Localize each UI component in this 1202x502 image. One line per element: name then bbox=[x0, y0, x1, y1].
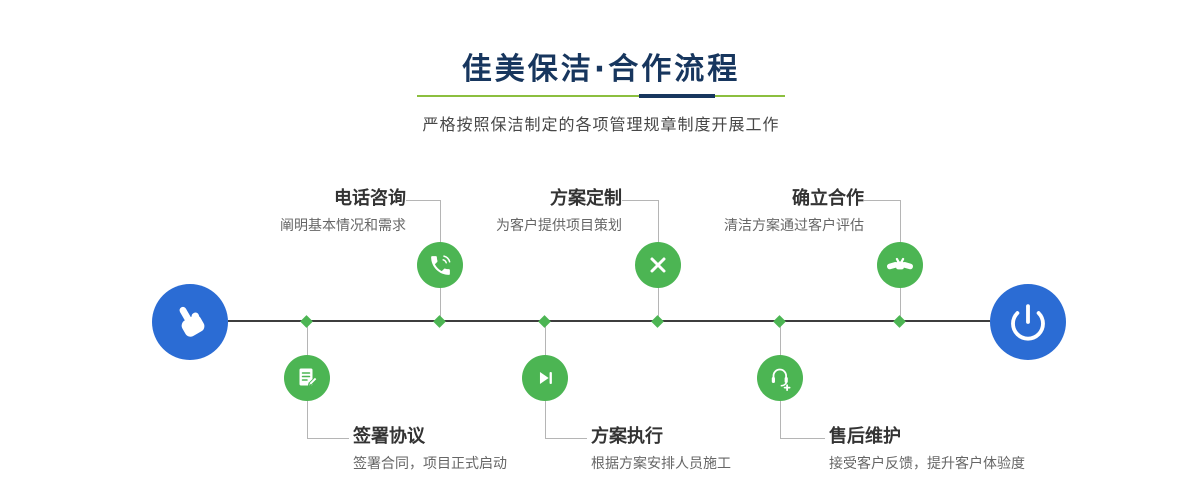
play-next-icon bbox=[539, 372, 552, 384]
step-label-after-sales: 售后维护 接受客户反馈，提升客户体验度 bbox=[829, 426, 1109, 473]
contract-icon bbox=[299, 368, 318, 387]
step-label-plan-customize: 方案定制 为客户提供项目策划 bbox=[410, 188, 622, 235]
step-circle-support bbox=[757, 355, 803, 401]
timeline-line bbox=[228, 320, 990, 322]
title-divider bbox=[417, 95, 785, 97]
step-desc: 接受客户反馈，提升客户体验度 bbox=[829, 456, 1025, 472]
step-title: 电话咨询 bbox=[334, 188, 406, 209]
power-icon bbox=[1011, 304, 1045, 341]
step-desc: 签署合同，项目正式启动 bbox=[353, 456, 507, 472]
hand-pointer-icon bbox=[179, 306, 205, 337]
timeline-node-diamond bbox=[433, 315, 446, 328]
step-label-plan-execute: 方案执行 根据方案安排人员施工 bbox=[591, 426, 871, 473]
connector-line bbox=[406, 200, 440, 201]
step-desc: 清洁方案通过客户评估 bbox=[724, 218, 864, 234]
connector-line bbox=[780, 438, 825, 439]
step-desc: 为客户提供项目策划 bbox=[496, 218, 622, 234]
step-circle-phone bbox=[417, 242, 463, 288]
step-label-sign-agreement: 签署协议 签署合同，项目正式启动 bbox=[353, 426, 633, 473]
connector-line bbox=[622, 200, 658, 201]
design-tools-icon bbox=[650, 257, 666, 273]
timeline-node-diamond bbox=[300, 315, 313, 328]
step-title: 签署协议 bbox=[353, 426, 425, 447]
timeline-node-diamond bbox=[893, 315, 906, 328]
connector-line bbox=[864, 200, 900, 201]
title-divider-accent bbox=[639, 94, 715, 98]
connector-line bbox=[545, 438, 587, 439]
step-title: 售后维护 bbox=[829, 426, 901, 447]
step-circle-design bbox=[635, 242, 681, 288]
step-circle-execute bbox=[522, 355, 568, 401]
timeline-node-diamond bbox=[538, 315, 551, 328]
step-circle-contract bbox=[284, 355, 330, 401]
section-subtitle: 严格按照保洁制定的各项管理规章制度开展工作 bbox=[422, 115, 780, 134]
step-title: 方案定制 bbox=[550, 188, 622, 209]
step-title: 方案执行 bbox=[591, 426, 663, 447]
connector-line bbox=[307, 438, 349, 439]
step-title: 确立合作 bbox=[792, 188, 864, 209]
step-label-phone-consult: 电话咨询 阐明基本情况和需求 bbox=[194, 188, 406, 235]
timeline-node-diamond bbox=[651, 315, 664, 328]
section-title: 佳美保洁·合作流程 bbox=[461, 52, 741, 87]
customer-support-icon bbox=[771, 368, 791, 391]
timeline-end-circle bbox=[990, 284, 1066, 360]
phone-icon bbox=[430, 254, 450, 275]
timeline-start-circle bbox=[152, 284, 228, 360]
step-desc: 阐明基本情况和需求 bbox=[280, 218, 406, 234]
handshake-icon bbox=[886, 257, 914, 270]
step-label-establish-cooperation: 确立合作 清洁方案通过客户评估 bbox=[652, 188, 864, 235]
step-desc: 根据方案安排人员施工 bbox=[591, 456, 731, 472]
timeline-node-diamond bbox=[773, 315, 786, 328]
step-circle-handshake bbox=[877, 242, 923, 288]
